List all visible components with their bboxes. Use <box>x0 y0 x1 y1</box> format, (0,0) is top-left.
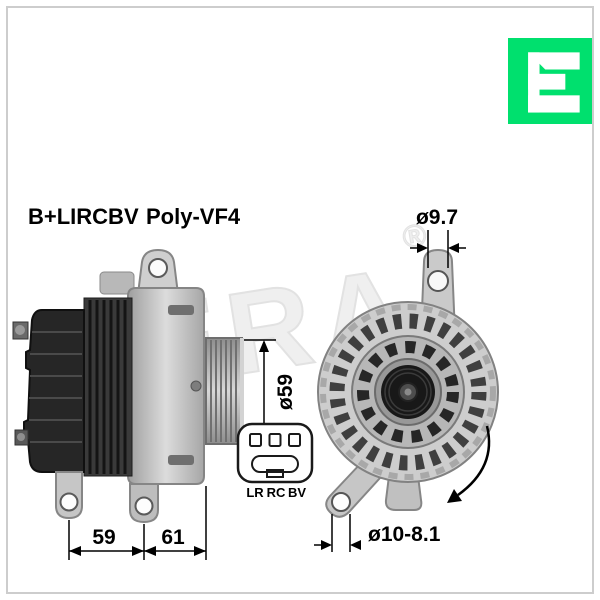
bplus-terminal-nut <box>15 325 25 335</box>
connector-keyway <box>251 455 299 473</box>
dim-mount-spacing-left-label: 59 <box>92 526 115 549</box>
side-stator-fins <box>88 300 127 474</box>
front-inner-vents <box>357 341 459 443</box>
dim-pulley-diameter-label: ø59 <box>274 374 297 410</box>
connector-pin-label-left: LR <box>246 485 264 500</box>
dim-mount-hole-label: ø10-8.1 <box>368 523 441 546</box>
side-rear-vent <box>168 305 194 315</box>
front-scallops <box>320 304 496 480</box>
side-rear-vent <box>168 455 194 465</box>
alternator-side-view <box>12 248 244 524</box>
connector-pin-slot <box>249 433 262 447</box>
side-top-lug-hole <box>148 258 168 278</box>
terminal-code-label: B+LIRCBV <box>28 204 139 229</box>
side-front-ribs <box>29 331 82 443</box>
front-pulley-groove <box>388 372 428 412</box>
connector-pin-slot <box>268 433 282 447</box>
era-logo-glyph <box>528 52 580 113</box>
lower-terminal-nut <box>17 433 25 441</box>
dim-top-hole-label: ø9.7 <box>416 206 458 229</box>
side-rear-bolt <box>190 380 202 392</box>
era-logo <box>508 38 594 124</box>
front-shaft-center <box>404 388 412 396</box>
connector-pin-label-middle: RC <box>267 485 286 500</box>
side-upper-bracket <box>99 271 135 295</box>
dim-mount-hole-group <box>314 514 361 552</box>
belt-type-label: Poly-VF4 <box>146 204 241 229</box>
connector-pin-label-right: BV <box>288 485 306 500</box>
side-bottom-ear-left-hole <box>59 492 79 512</box>
front-top-lug-hole <box>427 270 449 292</box>
front-outer-vents <box>329 313 487 471</box>
connector-tab <box>266 469 284 478</box>
front-bottom-lug-hole <box>331 492 351 512</box>
pulley-side <box>205 337 244 445</box>
connector-diagram <box>236 422 314 484</box>
connector-pin-slot <box>288 433 301 447</box>
rotation-arrow <box>447 425 491 503</box>
front-pulley-groove <box>384 368 432 416</box>
dim-mount-spacing-group <box>68 486 207 560</box>
alternator-front-view <box>317 248 499 518</box>
side-bottom-ear-mid-hole <box>134 496 154 516</box>
side-front-bracket <box>23 309 85 473</box>
dim-top-hole-group <box>410 230 466 268</box>
dim-mount-spacing-right-label: 61 <box>161 526 185 549</box>
